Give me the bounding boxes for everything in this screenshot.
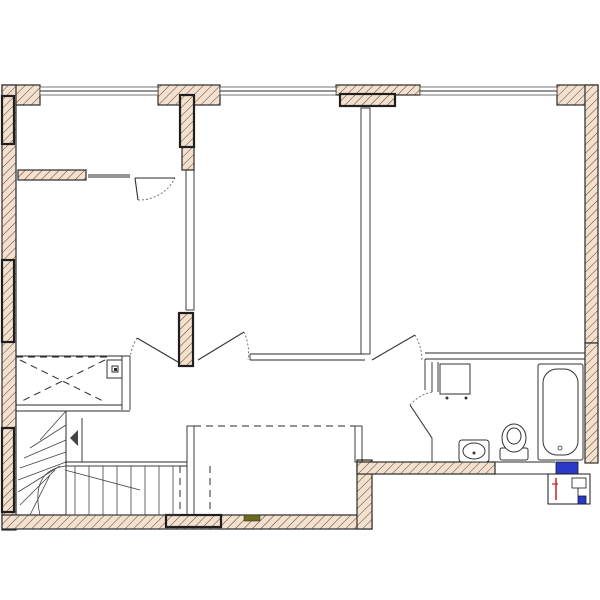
windows xyxy=(39,86,558,96)
bathtub-icon xyxy=(537,363,584,461)
door-swing-icon xyxy=(134,177,176,201)
interior-walls xyxy=(16,93,585,516)
closet-wall xyxy=(17,169,87,181)
beam-bottom xyxy=(164,513,223,529)
partition-b xyxy=(360,107,371,355)
vent-icon xyxy=(243,514,261,522)
bath-bottom-wall xyxy=(356,461,496,475)
partition-a xyxy=(185,169,195,311)
wall-bottom-right-step xyxy=(356,459,373,530)
wall-right-lower xyxy=(584,342,599,464)
column-left-1 xyxy=(0,94,16,146)
column-left-2 xyxy=(0,258,16,344)
toilet-icon xyxy=(499,423,529,461)
stair-arrow-icon xyxy=(70,430,78,446)
column-a xyxy=(178,93,196,149)
column-b xyxy=(177,311,195,368)
column-left-3 xyxy=(0,426,16,514)
doors xyxy=(129,177,433,439)
door-swing-icon xyxy=(409,391,433,439)
bathroom-fixtures xyxy=(439,363,584,463)
stair-icon xyxy=(15,410,180,516)
riser-icon xyxy=(547,461,591,505)
door-swing-icon xyxy=(197,331,249,361)
sink-icon xyxy=(458,439,490,463)
wall-right-upper xyxy=(584,84,599,344)
washer-icon xyxy=(439,363,471,400)
lower-room-right-wall xyxy=(354,425,363,463)
exterior-walls xyxy=(0,84,599,531)
dashed-lines xyxy=(16,356,355,515)
door-swing-icon xyxy=(129,337,179,363)
beam-top xyxy=(338,92,397,108)
door-swing-icon xyxy=(371,334,423,361)
lower-room-left-wall xyxy=(186,425,195,516)
